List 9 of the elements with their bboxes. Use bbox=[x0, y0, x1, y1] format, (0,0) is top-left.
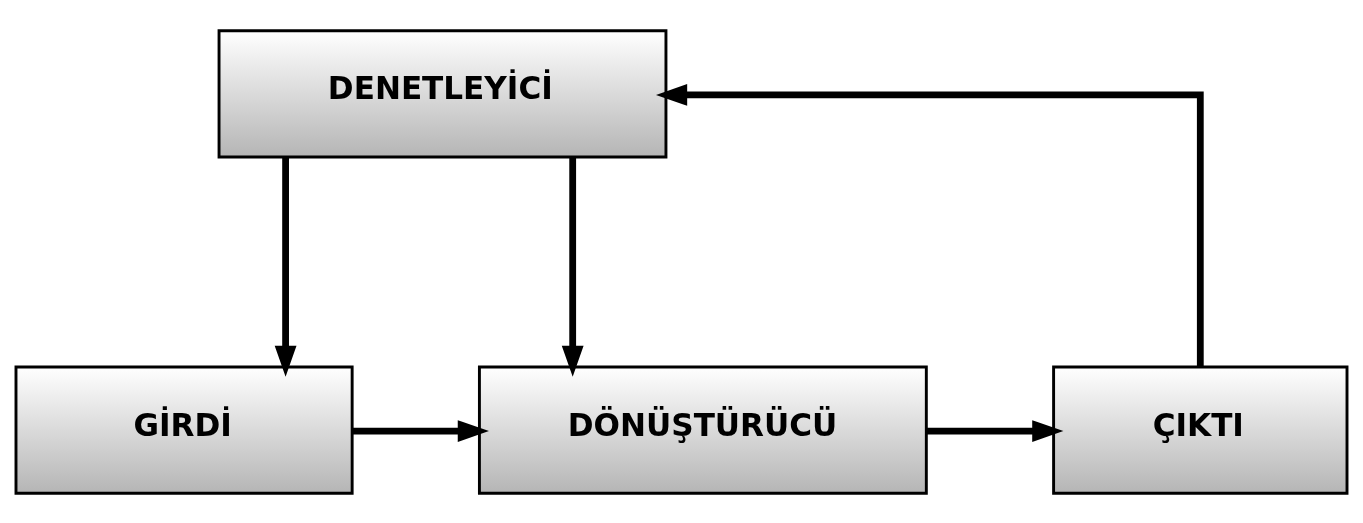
arrow bbox=[656, 83, 1204, 366]
arrow bbox=[274, 156, 297, 377]
arrow bbox=[352, 419, 489, 442]
arrow bbox=[926, 419, 1064, 442]
node-box: GİRDİ bbox=[14, 364, 354, 495]
node-box: DENETLEYİCİ bbox=[217, 28, 668, 159]
arrow bbox=[561, 156, 584, 377]
node-box: ÇIKTI bbox=[1052, 364, 1349, 495]
node-box: DÖNÜŞTÜRÜCÜ bbox=[477, 364, 928, 495]
